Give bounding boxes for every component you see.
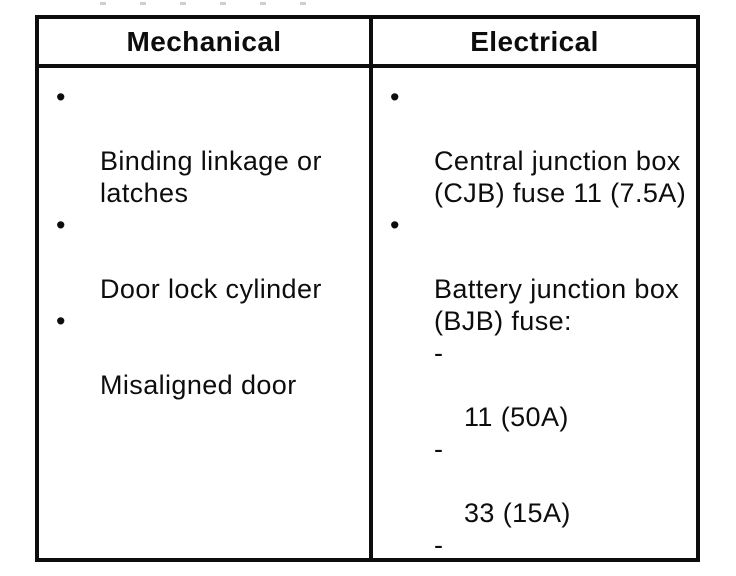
list-item-text: Battery junction box (BJB) fuse: (434, 274, 680, 336)
list-item-text: 11 (50A) (464, 402, 569, 432)
list-item: • Battery junction box (BJB) fuse: (373, 209, 696, 337)
scan-noise-artifact (100, 2, 340, 5)
list-item-text: Door lock cylinder (100, 274, 322, 304)
diagnostic-causes-table: Mechanical Electrical • Binding linkage … (35, 15, 700, 562)
electrical-causes-list: • Central junction box (CJB) fuse 11 (7.… (373, 81, 696, 558)
list-item: • Binding linkage or latches (39, 81, 369, 209)
electrical-causes-cell: • Central junction box (CJB) fuse 11 (7.… (369, 68, 696, 558)
list-item: • Central junction box (CJB) fuse 11 (7.… (373, 81, 696, 209)
bullet-icon: - (434, 434, 444, 464)
list-item: - 11 (50A) (373, 337, 696, 433)
list-item-text: 33 (15A) (464, 498, 571, 528)
mechanical-causes-cell: • Binding linkage or latches • Door lock… (39, 68, 369, 558)
bullet-icon: • (390, 82, 400, 112)
header-cell-mechanical: Mechanical (126, 25, 282, 57)
bullet-icon: • (56, 306, 66, 336)
list-item-text: Binding linkage or latches (100, 146, 322, 208)
bullet-icon: • (56, 210, 66, 240)
bullet-icon: • (56, 82, 66, 112)
list-item: - 33 (15A) (373, 433, 696, 529)
mechanical-causes-list: • Binding linkage or latches • Door lock… (39, 81, 369, 401)
bullet-icon: - (434, 530, 444, 558)
list-item: - 8 (20A) (373, 529, 696, 558)
list-item-text: Misaligned door (100, 370, 297, 400)
bullet-icon: - (434, 338, 444, 368)
list-item-text: Central junction box (CJB) fuse 11 (7.5A… (434, 146, 687, 208)
table-header-row: Mechanical Electrical (39, 19, 696, 68)
header-cell-electrical: Electrical (369, 19, 696, 64)
list-item: • Door lock cylinder (39, 209, 369, 305)
list-item: • Misaligned door (39, 305, 369, 401)
bullet-icon: • (390, 210, 400, 240)
table-body-row: • Binding linkage or latches • Door lock… (39, 68, 696, 558)
